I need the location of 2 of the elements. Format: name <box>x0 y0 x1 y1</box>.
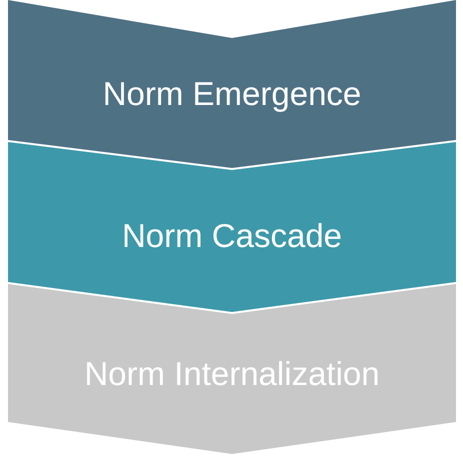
stage-label: Norm Cascade <box>120 217 344 255</box>
stage-label: Norm Emergence <box>102 75 362 113</box>
